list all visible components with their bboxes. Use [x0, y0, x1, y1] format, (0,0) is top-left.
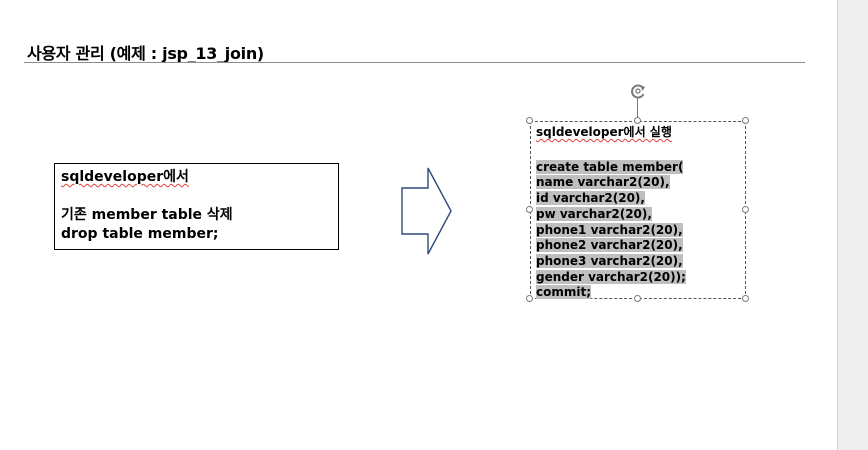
resize-handle-bottom[interactable]: [634, 295, 641, 302]
code-line: phone1 varchar2(20),: [536, 222, 683, 237]
resize-handle-bottom-left[interactable]: [526, 295, 533, 302]
right-text-box-selected[interactable]: sqldeveloper에서 실행 create table member( n…: [530, 121, 746, 301]
code-line: pw varchar2(20),: [536, 206, 652, 221]
code-line: create table member(: [536, 159, 684, 174]
resize-handle-top-right[interactable]: [742, 117, 749, 124]
resize-handle-left[interactable]: [526, 206, 533, 213]
left-text-box[interactable]: sqldeveloper에서 기존 member table 삭제 drop t…: [54, 163, 339, 250]
scrollbar-track[interactable]: [837, 0, 868, 450]
code-line: phone3 varchar2(20),: [536, 253, 683, 268]
left-box-line-3: 기존 member table 삭제: [61, 207, 233, 223]
slide-title: 사용자 관리 (예제 : jsp_13_join): [27, 44, 264, 63]
left-box-line-2: [61, 187, 332, 206]
right-box-header: sqldeveloper에서 실행: [536, 125, 672, 139]
resize-handle-top-left[interactable]: [526, 117, 533, 124]
right-arrow-shape-icon[interactable]: [400, 166, 454, 256]
code-line: id varchar2(20),: [536, 191, 645, 206]
right-box-spacer: [536, 141, 740, 160]
code-line: name varchar2(20),: [536, 175, 670, 190]
left-box-line-1: sqldeveloper에서: [61, 169, 189, 185]
code-block: create table member( name varchar2(20), …: [536, 159, 740, 301]
resize-handle-top[interactable]: [634, 117, 641, 124]
code-line: phone2 varchar2(20),: [536, 238, 683, 253]
resize-handle-bottom-right[interactable]: [742, 295, 749, 302]
resize-handle-right[interactable]: [742, 206, 749, 213]
left-box-line-4: drop table member;: [61, 226, 219, 242]
rotate-handle-icon[interactable]: [628, 82, 648, 100]
code-line: gender varchar2(20));: [536, 269, 686, 284]
code-line: commit;: [536, 285, 592, 300]
rotation-handle-stem: [637, 98, 638, 118]
title-divider: [24, 62, 805, 63]
